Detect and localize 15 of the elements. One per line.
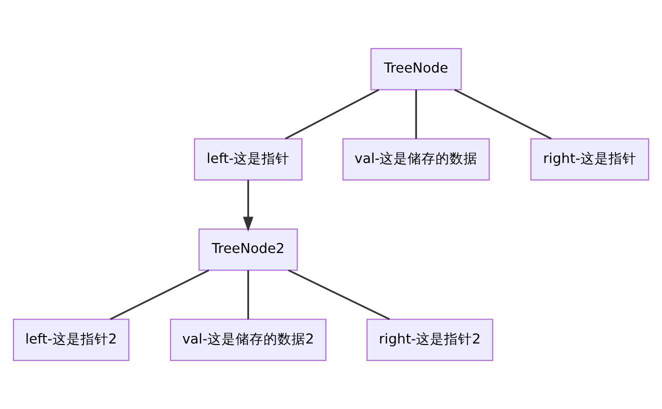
node-box: left-这是指针2 (12, 318, 130, 361)
node-box: val-这是储存的数据 (342, 138, 490, 180)
node-box: TreeNode (370, 48, 462, 90)
connector (247, 270, 250, 320)
node-box: val-这是储存的数据2 (170, 318, 326, 361)
node-box: left-这是指针 (194, 138, 302, 180)
connector (288, 270, 390, 320)
connector (284, 89, 380, 140)
node-box: TreeNode2 (198, 228, 298, 271)
connector (415, 90, 417, 139)
connector (110, 270, 210, 320)
arrow (242, 180, 254, 232)
node-box: right-这是指针2 (366, 318, 494, 361)
node-box: right-这是指针 (530, 138, 650, 180)
connector (454, 89, 552, 140)
